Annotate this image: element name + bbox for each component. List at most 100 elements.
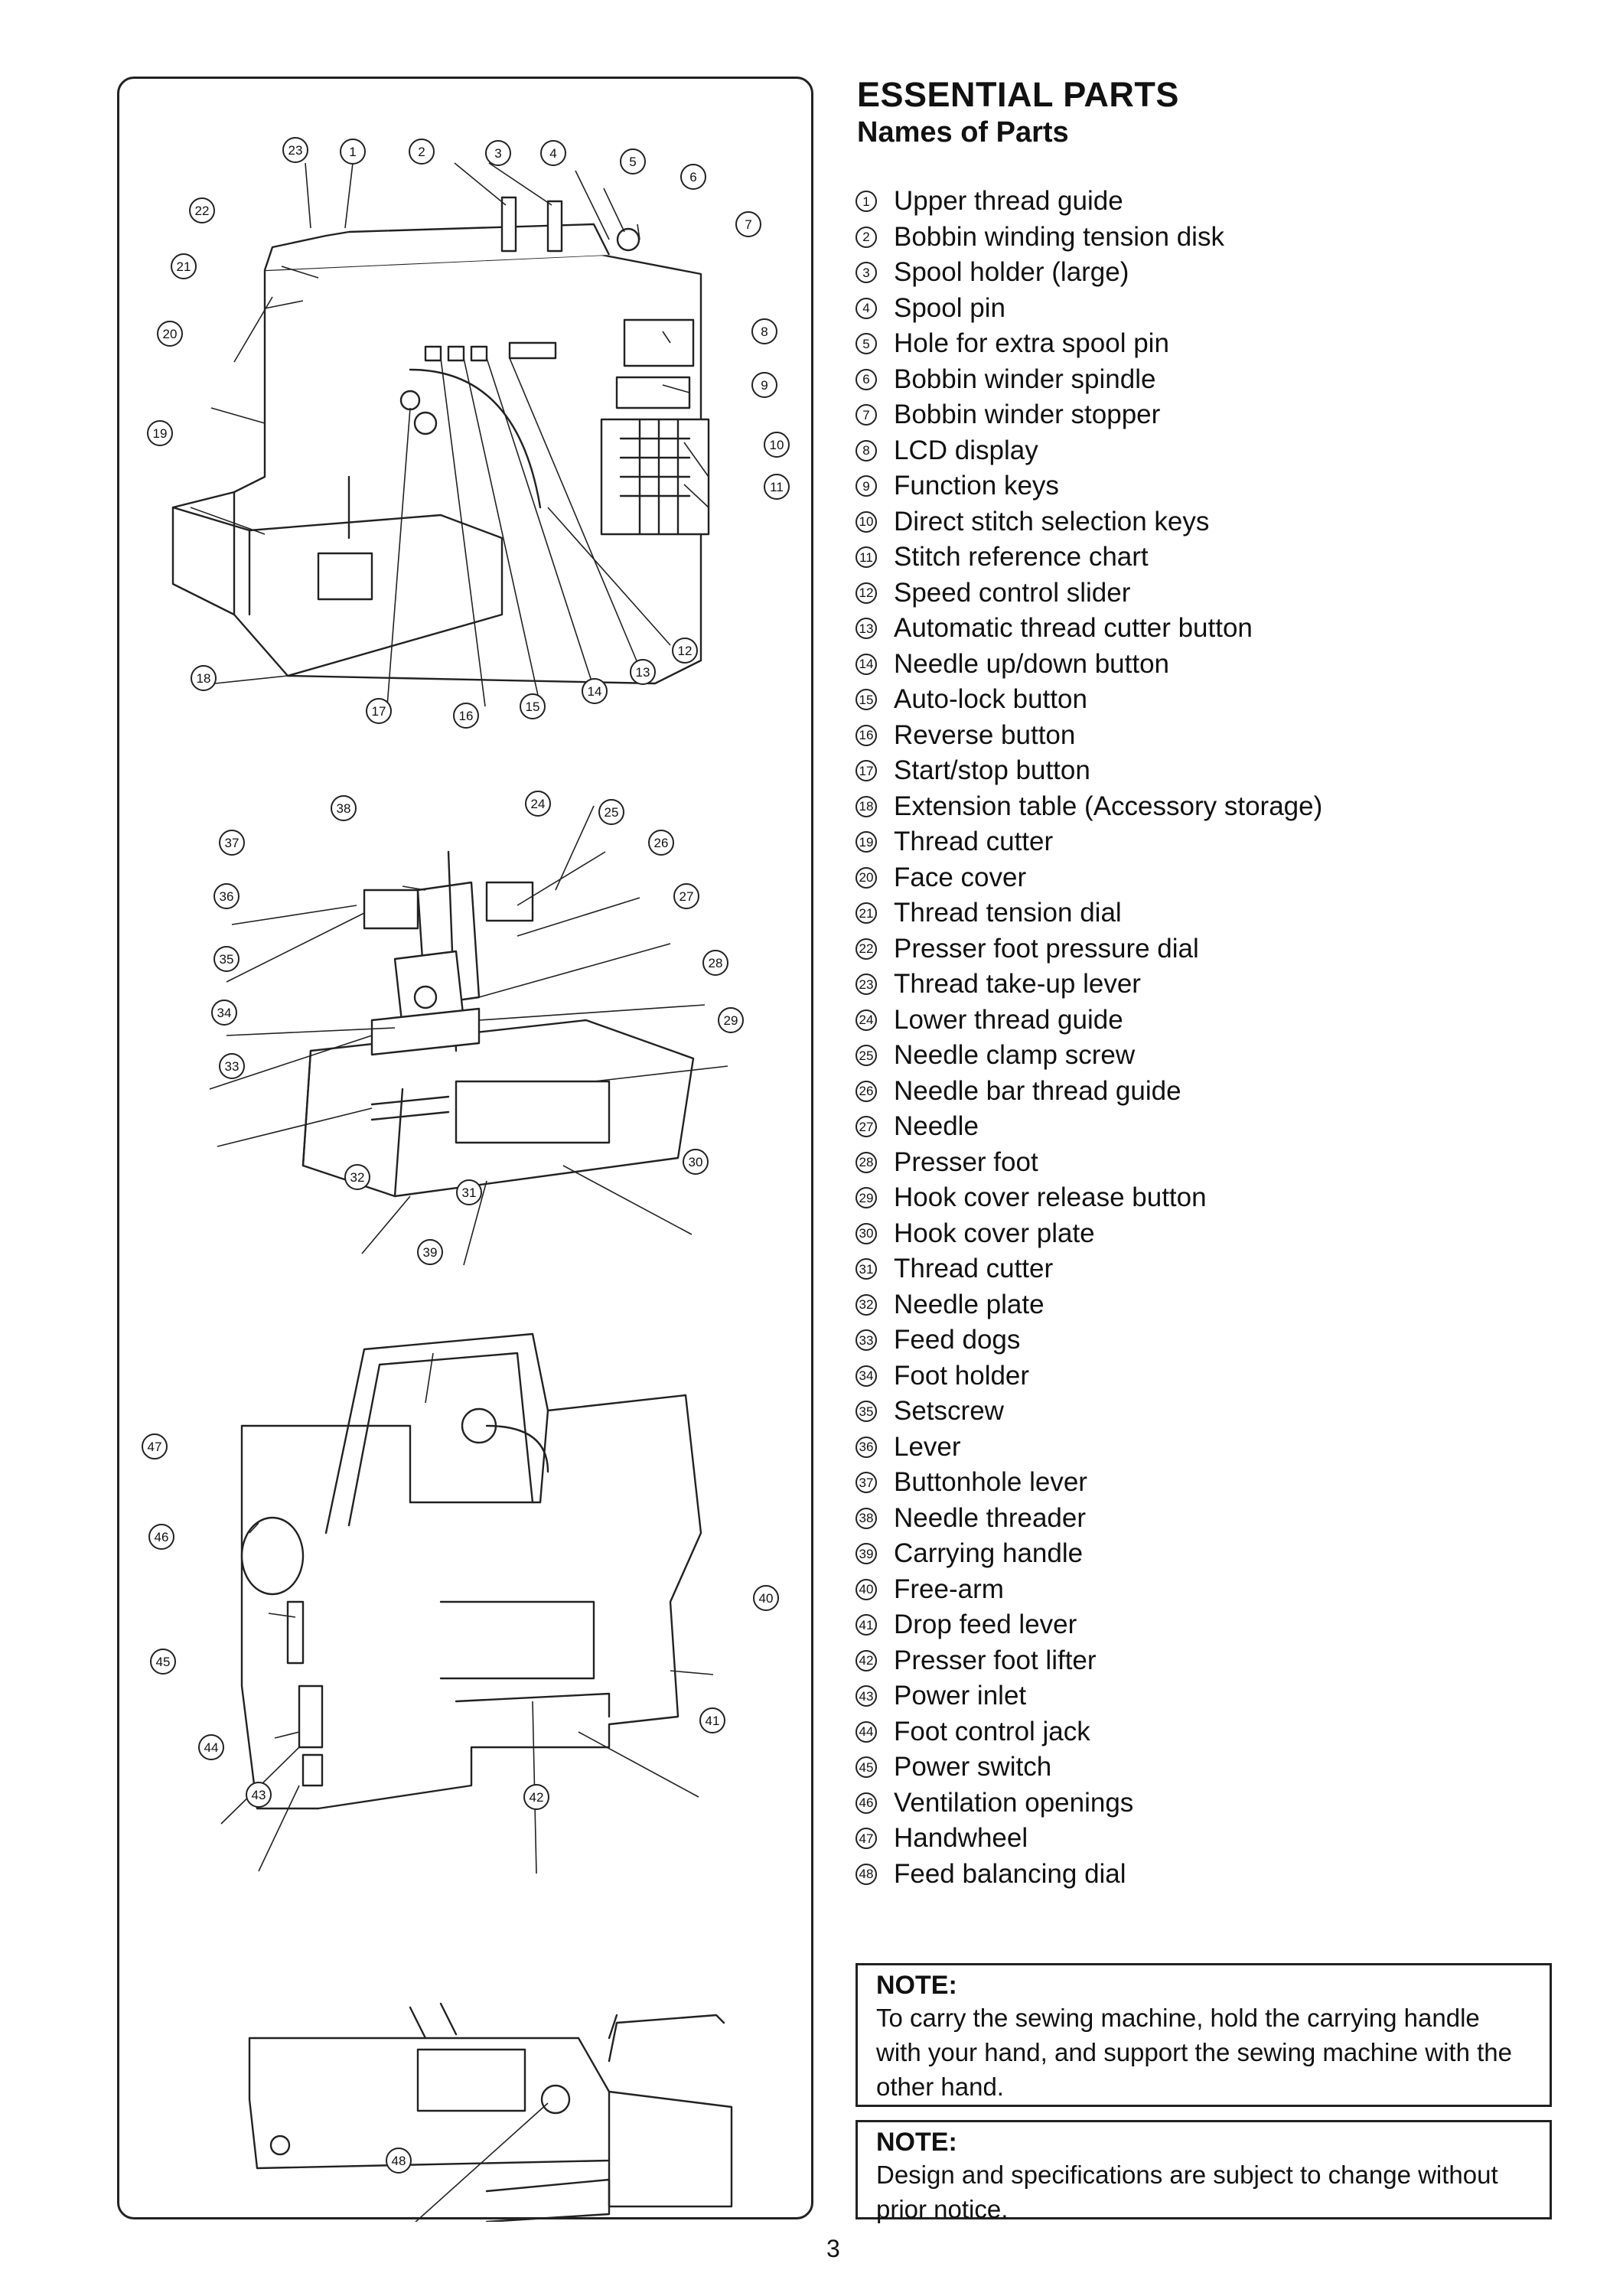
part-number: 39	[855, 1543, 877, 1565]
page-title: ESSENTIAL PARTS	[857, 75, 1179, 114]
part-name: Bobbin winder spindle	[894, 364, 1156, 394]
svg-text:40: 40	[759, 1591, 774, 1606]
part-name: LCD display	[894, 435, 1038, 465]
callout-1: 1	[340, 139, 366, 165]
callout-21: 21	[171, 253, 197, 279]
callout-37: 37	[219, 830, 245, 856]
callout-16: 16	[453, 703, 479, 729]
callout-5: 5	[620, 148, 646, 174]
callout-33: 33	[219, 1053, 245, 1079]
part-name: Power inlet	[894, 1681, 1027, 1711]
callout-48: 48	[386, 2148, 412, 2174]
part-name: Direct stitch selection keys	[894, 506, 1210, 536]
callout-36: 36	[213, 883, 240, 909]
callout-13: 13	[630, 659, 656, 685]
callout-15: 15	[520, 693, 546, 719]
part-number: 4	[855, 297, 877, 319]
part-number: 36	[855, 1436, 877, 1458]
callout-3: 3	[485, 140, 511, 166]
part-number: 1	[855, 191, 877, 213]
callout-29: 29	[718, 1007, 744, 1033]
svg-text:5: 5	[629, 155, 636, 169]
callout-26: 26	[648, 830, 674, 856]
section-subtitle: Names of Parts	[857, 116, 1069, 148]
callout-46: 46	[148, 1524, 174, 1550]
callout-42: 42	[523, 1784, 549, 1810]
callout-43: 43	[246, 1782, 272, 1808]
callout-7: 7	[735, 211, 761, 237]
svg-text:17: 17	[372, 704, 386, 719]
part-name: Face cover	[894, 862, 1027, 892]
part-name: Drop feed lever	[894, 1609, 1077, 1639]
svg-text:29: 29	[724, 1013, 738, 1028]
svg-text:33: 33	[225, 1059, 240, 1074]
svg-text:34: 34	[217, 1006, 232, 1020]
callout-2: 2	[409, 139, 435, 165]
part-name: Feed dogs	[894, 1325, 1021, 1355]
callout-25: 25	[598, 799, 624, 825]
svg-text:2: 2	[418, 145, 425, 159]
svg-text:26: 26	[654, 836, 669, 850]
svg-text:3: 3	[494, 146, 501, 161]
callout-11: 11	[764, 474, 790, 500]
callout-30: 30	[683, 1149, 709, 1175]
svg-text:38: 38	[337, 801, 351, 816]
svg-text:20: 20	[163, 327, 178, 341]
svg-text:27: 27	[680, 889, 694, 904]
svg-text:10: 10	[770, 438, 784, 452]
part-name: Hook cover plate	[894, 1218, 1095, 1248]
svg-text:8: 8	[761, 325, 768, 339]
callout-14: 14	[582, 678, 608, 704]
diagram-panel: 1 2 3 4 5 6 7 8 9 10 11 12 13 14 15 16 1…	[117, 77, 813, 2222]
part-number: 32	[855, 1293, 877, 1316]
part-number: 13	[855, 618, 877, 640]
part-name: Bobbin winder stopper	[894, 400, 1161, 429]
svg-text:6: 6	[689, 170, 696, 184]
part-number: 33	[855, 1329, 877, 1352]
parts-diagrams: 1 2 3 4 5 6 7 8 9 10 11 12 13 14 15 16 1…	[142, 137, 790, 2222]
part-number: 9	[855, 475, 877, 497]
part-name: Bobbin winding tension disk	[894, 221, 1224, 252]
part-name: Auto-lock button	[894, 684, 1087, 714]
callout-23: 23	[282, 137, 308, 163]
part-number: 15	[855, 689, 877, 711]
part-number: 44	[855, 1720, 877, 1743]
list-item: 44 Foot control jack	[855, 1714, 1322, 1750]
svg-text:25: 25	[605, 805, 619, 820]
part-name: Foot control jack	[894, 1716, 1090, 1746]
part-number: 17	[855, 760, 877, 782]
callout-9: 9	[751, 372, 777, 398]
svg-text:28: 28	[709, 956, 723, 970]
part-number: 37	[855, 1472, 877, 1494]
part-name: Needle clamp screw	[894, 1040, 1136, 1070]
machine-back-illustration	[240, 1332, 702, 1810]
part-name: Stitch reference chart	[894, 542, 1149, 572]
svg-text:23: 23	[288, 143, 303, 158]
part-number: 7	[855, 404, 877, 426]
callout-24: 24	[525, 791, 551, 817]
callout-leaders	[190, 162, 728, 2222]
svg-text:41: 41	[706, 1714, 720, 1728]
callout-12: 12	[672, 638, 698, 664]
callout-6: 6	[680, 164, 706, 190]
svg-text:4: 4	[549, 146, 556, 161]
part-name: Presser foot pressure dial	[894, 933, 1199, 964]
svg-text:30: 30	[689, 1155, 703, 1169]
needle-area-illustration	[301, 850, 695, 1198]
part-name: Needle	[894, 1111, 979, 1141]
part-name: Ventilation openings	[894, 1787, 1134, 1818]
callout-31: 31	[456, 1179, 482, 1205]
part-number: 11	[855, 546, 877, 569]
